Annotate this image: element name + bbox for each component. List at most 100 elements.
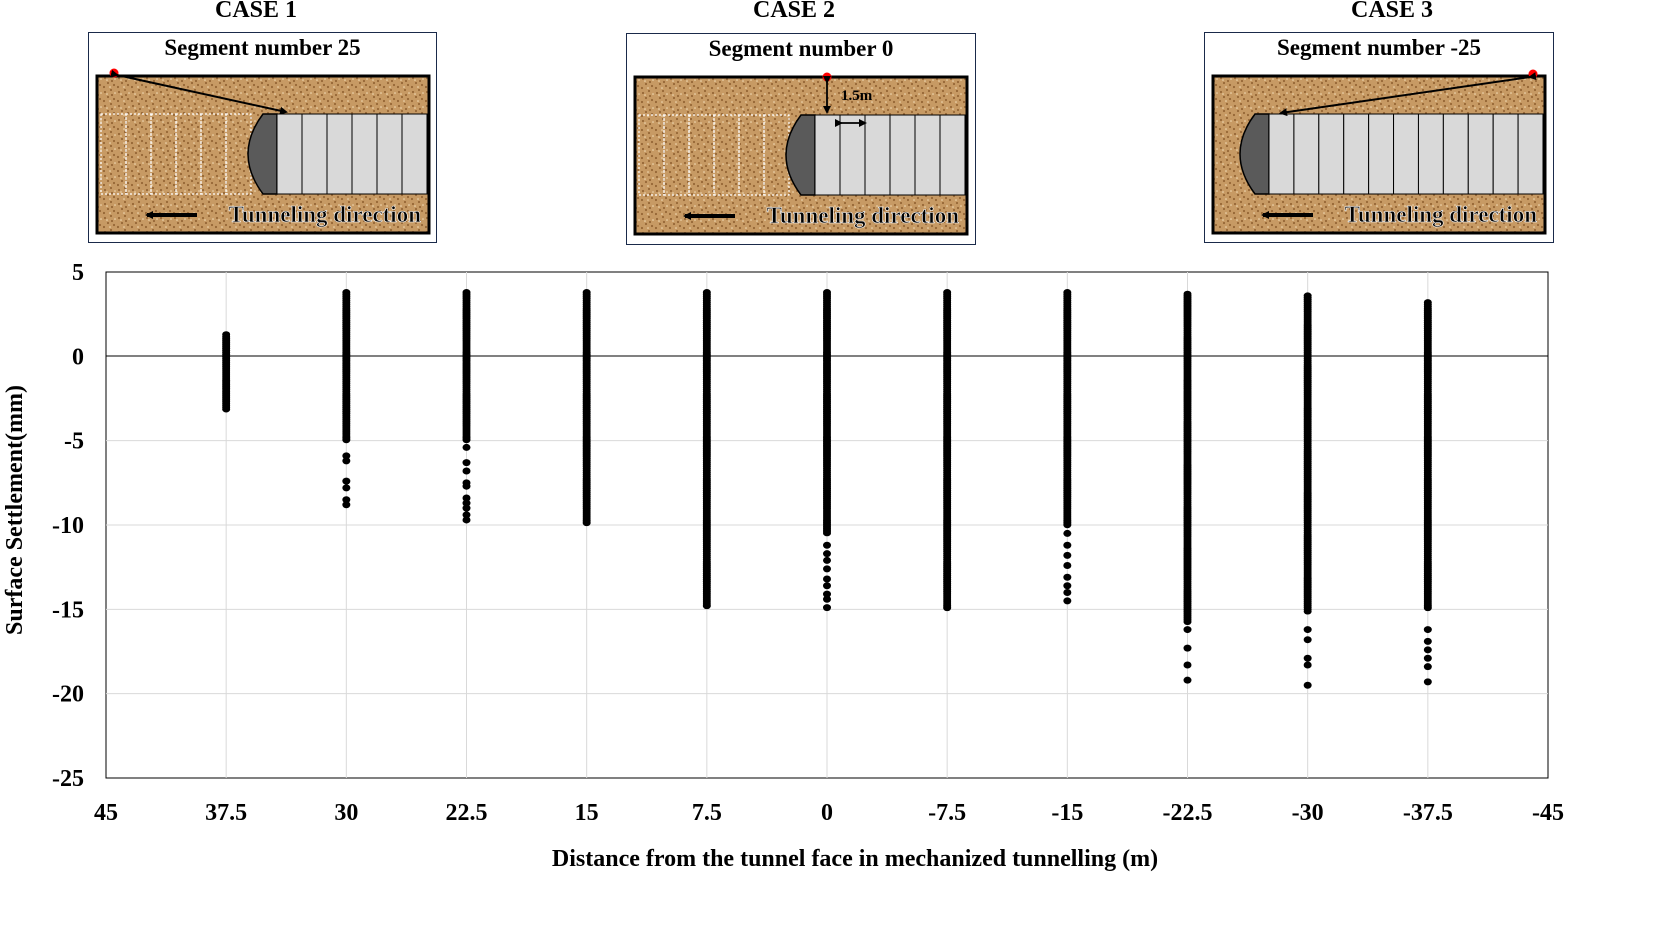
x-tick-label: 37.5	[205, 800, 247, 826]
x-tick-label: 22.5	[446, 800, 488, 826]
data-point	[1183, 661, 1192, 669]
data-point	[1303, 661, 1312, 669]
lining-segment	[401, 113, 428, 195]
lining-segment	[839, 114, 866, 196]
case-1-title: CASE 1	[214, 0, 298, 23]
data-point	[1303, 636, 1312, 644]
lining-segment	[1318, 113, 1345, 195]
x-tick-label: -7.5	[928, 800, 966, 826]
data-point	[1183, 618, 1192, 626]
lining-segment	[914, 114, 941, 196]
data-point	[823, 604, 831, 612]
y-tick-label: -10	[52, 513, 84, 539]
lining-segment	[301, 113, 328, 195]
x-tick-label: -22.5	[1163, 800, 1213, 826]
dimension-label: 1.5m	[841, 88, 873, 104]
case-3-segment-label: Segment number -25	[1276, 35, 1481, 60]
data-point	[823, 565, 831, 573]
lining-segment	[864, 114, 891, 196]
data-point	[943, 604, 952, 612]
x-tick-label: 45	[94, 800, 118, 826]
y-tick-label: -5	[64, 429, 84, 455]
lining-segment	[889, 114, 916, 196]
distance-arrow	[1279, 72, 1537, 117]
x-tick-label: -45	[1532, 800, 1564, 826]
case-1-panel: Segment number 25 Tunneling direction	[88, 32, 437, 243]
data-point	[462, 516, 471, 524]
x-tick-label: 7.5	[692, 800, 722, 826]
data-point	[1183, 676, 1192, 684]
data-point	[342, 484, 351, 492]
data-point	[1063, 573, 1072, 581]
lining-segment	[1517, 113, 1544, 195]
data-point	[462, 436, 471, 444]
data-point	[1063, 521, 1072, 529]
data-point	[342, 477, 351, 485]
data-point	[823, 575, 831, 583]
case-3-title: CASE 3	[1350, 0, 1434, 23]
data-point	[823, 590, 831, 598]
data-point	[342, 436, 351, 444]
data-point	[1303, 681, 1312, 689]
data-point	[462, 504, 471, 512]
distance-arrow	[110, 69, 288, 115]
case-2-segment-label: Segment number 0	[708, 36, 894, 61]
data-point	[342, 457, 351, 465]
x-tick-label: -37.5	[1403, 800, 1453, 826]
y-tick-labels: 50-5-10-15-20-25	[52, 260, 84, 792]
data-point	[1063, 588, 1072, 596]
data-point	[1303, 654, 1312, 662]
y-tick-label: -15	[52, 597, 84, 623]
data-point	[342, 452, 351, 460]
y-tick-label: 0	[72, 344, 84, 370]
data-point	[1063, 582, 1072, 590]
data-point	[1423, 626, 1432, 634]
lining-segment	[376, 113, 403, 195]
x-tick-label: 0	[821, 800, 833, 826]
data-point	[462, 482, 471, 490]
data-point	[1063, 541, 1072, 549]
case-2-panel: Segment number 0 Tunneling direction 1.5m	[626, 33, 976, 245]
data-point	[1063, 529, 1072, 537]
direction-label: Tunneling direction	[229, 202, 422, 227]
data-point	[462, 467, 471, 475]
data-point	[823, 556, 831, 564]
data-point	[1423, 678, 1432, 686]
direction-label: Tunneling direction	[767, 203, 960, 228]
data-point	[1303, 608, 1312, 615]
x-tick-label: -30	[1292, 800, 1324, 826]
y-tick-label: -20	[52, 682, 84, 708]
data-point	[462, 459, 471, 467]
x-tick-label: 30	[334, 800, 358, 826]
data-point	[1423, 637, 1432, 645]
data-point	[1423, 654, 1432, 662]
lining-segment	[1417, 113, 1444, 195]
direction-label: Tunneling direction	[1345, 202, 1538, 227]
y-axis-label: Surface Settlement(mm)	[2, 385, 28, 635]
data-point	[222, 406, 231, 413]
lining-segment	[326, 113, 353, 195]
data-point	[462, 494, 471, 502]
lining-segment	[351, 113, 378, 195]
data-point	[823, 529, 831, 537]
tbm-shield	[247, 113, 278, 195]
tbm-shield	[1239, 113, 1270, 195]
y-tick-label: -25	[52, 766, 84, 792]
data-point	[342, 496, 351, 504]
data-point	[462, 499, 471, 507]
data-point	[1063, 561, 1072, 569]
data-point	[1183, 626, 1192, 634]
data-point	[1423, 663, 1432, 671]
data-points	[222, 289, 1432, 689]
data-point	[462, 443, 471, 451]
data-point	[823, 595, 831, 603]
x-tick-label: -15	[1051, 800, 1083, 826]
case-3-tunnel-diagram: Tunneling direction	[1211, 69, 1547, 235]
data-point	[1063, 551, 1072, 559]
data-point	[1423, 646, 1432, 654]
data-point	[823, 582, 831, 590]
data-point	[702, 602, 711, 610]
data-point	[1423, 604, 1432, 612]
lining-segment	[276, 113, 303, 195]
